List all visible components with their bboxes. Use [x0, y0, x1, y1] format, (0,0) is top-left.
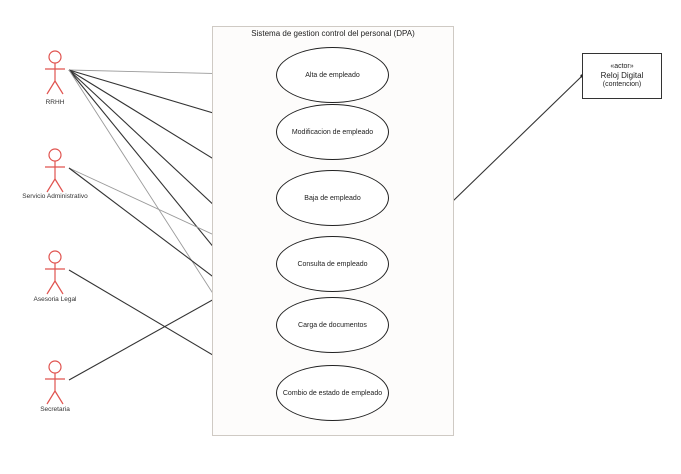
actor-label-rrhh: RRHH — [45, 99, 65, 106]
use-case-label: Combio de estado de empleado — [282, 389, 383, 397]
actor-stereotype: «actor» — [610, 62, 634, 70]
external-actor-reloj[interactable]: «actor» Reloj Digital (contencion) — [582, 53, 662, 99]
actor-label-asesoria: Asesoria Legal — [33, 296, 77, 303]
actor-label-servicio: Servicio Administrativo — [22, 193, 88, 200]
use-case-modificacion[interactable]: Modificacion de empleado — [276, 104, 389, 160]
use-case-label: Modificacion de empleado — [291, 128, 374, 136]
use-case-consulta[interactable]: Consulta de empleado — [276, 236, 389, 292]
system-title: Sistema de gestion control del personal … — [251, 29, 415, 38]
use-case-label: Baja de empleado — [304, 194, 361, 202]
use-case-carga[interactable]: Carga de documentos — [276, 297, 389, 353]
use-case-label: Carga de documentos — [298, 321, 367, 329]
use-case-label: Alta de empleado — [305, 71, 360, 79]
actor-figure-servicio[interactable] — [45, 148, 65, 193]
actor-figure-asesoria[interactable] — [45, 250, 65, 295]
actor-figure-rrhh[interactable] — [45, 50, 65, 95]
use-case-alta[interactable]: Alta de empleado — [276, 47, 389, 103]
actor-figure-secretaria[interactable] — [45, 360, 65, 405]
use-case-label: Consulta de empleado — [297, 260, 368, 268]
use-case-cambio-estado[interactable]: Combio de estado de empleado — [276, 365, 389, 421]
use-case-baja[interactable]: Baja de empleado — [276, 170, 389, 226]
external-actor-name: Reloj Digital — [600, 71, 644, 81]
external-actor-note: (contencion) — [602, 80, 642, 88]
actor-label-secretaria: Secretaria — [40, 406, 70, 413]
